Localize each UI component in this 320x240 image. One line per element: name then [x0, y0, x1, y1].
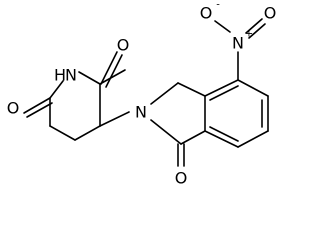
- atom-o-bottom: O: [175, 169, 188, 188]
- bond-c2-c3: [99, 69, 126, 85]
- bond-c4-c3: [74, 125, 101, 141]
- atom-n-amide: N: [65, 66, 77, 85]
- bond-n-nitro-o-right-b: [248, 23, 266, 39]
- bond-c2-n1: [78, 71, 101, 85]
- bond-benz-4: [237, 130, 269, 148]
- atom-o-left: O: [7, 99, 20, 118]
- structure-canvas: O N H O N N + O O - O: [7, 0, 277, 188]
- bond-ch2-c3a: [177, 82, 206, 97]
- bond-n-ch2: [150, 82, 179, 105]
- bond-benz-5: [204, 130, 239, 148]
- bond-benz-1: [204, 79, 239, 97]
- charge-o-nitro-left: -: [216, 0, 220, 11]
- bond-c3-n-ring: [99, 111, 130, 127]
- atom-n-nitro: N: [232, 34, 244, 53]
- atom-n-isoindolinone: N: [135, 103, 147, 122]
- bond-c6-o-left-b: [26, 102, 53, 118]
- charge-n-nitro: +: [245, 29, 253, 40]
- bond-c5-c4: [49, 125, 76, 141]
- bond-n-nitro-o-left: [214, 20, 231, 33]
- bond-n1-c6: [49, 80, 64, 99]
- bond-benz-inner-c: [209, 126, 239, 142]
- bond-co-n: [150, 119, 182, 145]
- bond-c6-o-left-a: [23, 97, 51, 114]
- atom-o-nitro-left: O: [200, 4, 213, 23]
- bond-c7a-co: [180, 130, 206, 145]
- bond-c2-o-top-b: [105, 54, 123, 88]
- atom-h-amide: H: [54, 66, 66, 85]
- bond-benz-2: [237, 79, 269, 97]
- chemical-structure-diagram: O N H O N N + O O - O: [7, 0, 277, 188]
- bond-benz-inner-a: [209, 85, 239, 101]
- atom-o-nitro-right: O: [264, 4, 277, 23]
- atom-o-top: O: [117, 36, 130, 55]
- bond-c2-o-top-a: [100, 51, 118, 85]
- bond-n-nitro-o-right-a: [245, 18, 263, 34]
